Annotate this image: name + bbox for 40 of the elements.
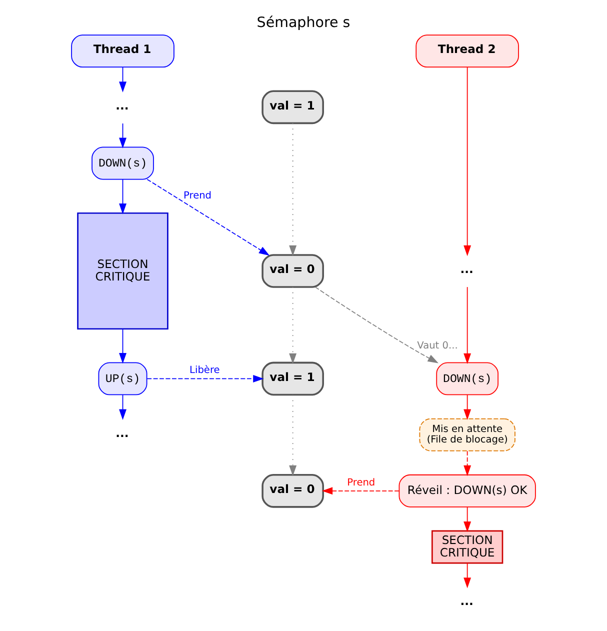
- node-box: val = 1: [262, 362, 324, 396]
- arrow: [119, 123, 126, 148]
- edge-label: Prend: [347, 477, 376, 488]
- arrow: [464, 66, 472, 256]
- arrow: [119, 66, 126, 92]
- arrow: [289, 286, 297, 364]
- node-box: Réveil : DOWN(s) OK: [398, 474, 536, 508]
- arrow: [464, 394, 472, 420]
- node-text: ...: [116, 426, 129, 440]
- arrow: [119, 328, 126, 364]
- node-text: ...: [460, 594, 474, 608]
- edge-label: Prend: [184, 190, 212, 202]
- edge-label: Libère: [190, 365, 220, 376]
- arrow: [119, 178, 126, 214]
- arrow: [146, 374, 264, 382]
- node-box: val = 1: [262, 90, 324, 124]
- arrow: [314, 286, 438, 364]
- arrow: [289, 122, 297, 256]
- diagram-title: Sémaphore s: [256, 14, 350, 31]
- node-box: SECTION CRITIQUE: [431, 530, 504, 564]
- arrow: [322, 487, 400, 495]
- arrow: [146, 178, 270, 256]
- node-box: val = 0: [262, 474, 324, 508]
- node-box: SECTION CRITIQUE: [77, 212, 168, 330]
- node-box: Thread 2: [416, 34, 519, 68]
- node-text: ...: [460, 262, 474, 276]
- node-box: Mis en attente (File de blocage): [419, 418, 516, 452]
- node-box: UP(s): [98, 362, 148, 396]
- node-box: DOWN(s): [92, 146, 154, 180]
- arrow: [464, 286, 472, 364]
- edge-label: Vaut 0...: [417, 340, 458, 352]
- node-text: ...: [116, 98, 129, 112]
- arrow: [464, 506, 472, 532]
- arrow: [289, 394, 297, 476]
- node-box: val = 0: [262, 254, 324, 288]
- arrow: [464, 562, 472, 588]
- node-box: DOWN(s): [436, 362, 498, 396]
- arrow: [464, 450, 472, 476]
- arrow: [119, 394, 126, 420]
- node-box: Thread 1: [71, 34, 174, 68]
